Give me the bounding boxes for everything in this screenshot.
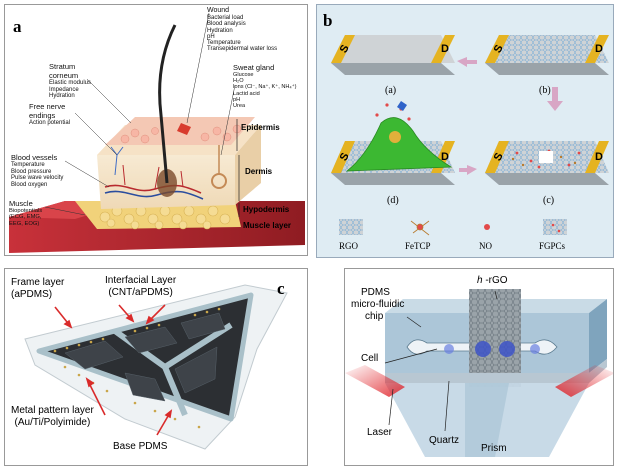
panel-letter-b: b [323,11,333,30]
label-prism: Prism [481,443,507,454]
electrode-drain-d: D [441,151,449,163]
quartz-slab [385,359,607,383]
electrode-drain-c: D [595,151,603,163]
laser-beam-out [555,365,613,397]
label-quartz: Quartz [429,435,460,446]
label-hrgo: h -rGO [477,275,508,286]
step-b-device [485,35,609,75]
label-frame-layer: Frame layer (aPDMS) [11,277,65,300]
electrode-drain-b: D [595,43,603,55]
step-a-device [331,35,455,75]
wound-item: Bacterial load [207,15,244,21]
cells [444,341,540,357]
label-cell: Cell [361,353,379,364]
microfluidic-setup [345,289,613,457]
label-interfacial-layer: Interfacial Layer (CNT/aPDMS) [105,275,177,298]
step-label-b: (b) [539,85,551,96]
electrode-drain-a: D [441,43,449,55]
wound-item: Blood analysis [207,21,246,28]
layer-muscle: Muscle layer [243,221,292,230]
layer-dermis: Dermis [245,167,273,176]
step-label-c: (c) [543,195,555,206]
label-pdms-chip: PDMS micro-fluidic chip [351,287,405,322]
panel-a-skin-diagram: a Wound Bacterial load Blood analysis Hy… [4,4,308,256]
cell-body [345,117,453,172]
layer-epidermis: Epidermis [241,123,280,132]
laser-beam-in [345,365,405,397]
legend-fetcp: FeTCP [405,241,431,251]
label-base-pdms: Base PDMS [113,441,168,452]
wound-item: Transepidermal water loss [207,46,278,53]
legend-fgpcs: FGPCs [539,241,566,251]
step-c-device [485,141,609,185]
step-d-device [331,101,455,185]
panel-b-sensor-fabrication: b S D S D S D S D (a) (b) (c) (d) RGO Fe… [316,4,614,258]
step-label-a: (a) [385,85,397,96]
process-arrows [457,57,563,175]
legend-rgo: RGO [339,241,359,251]
panel-c-layered-device: c Frame layer (aPDMS) Interfacial Layer … [4,268,308,466]
label-laser: Laser [367,427,393,438]
label-metal-pattern: Metal pattern layer (Au/Ti/Polyimide) [11,405,94,428]
wound-item: pH [207,33,215,40]
wound-item: Hydration [207,27,233,34]
step-label-d: (d) [387,195,399,206]
layered-triangle-device [24,284,288,450]
legend-icons [339,219,567,236]
panel-d-microfluidic-setup: d PDMS micro-fluidic chip h -rGO Cell La… [344,268,614,466]
panel-letter-a: a [13,17,22,36]
layer-hypodermis: Hypodermis [243,205,290,214]
wound-label: Wound Bacterial load Blood analysis Hydr… [207,7,307,53]
hair-strand [158,24,177,184]
wound-item: Temperature [207,40,241,47]
legend-no: NO [479,241,492,251]
panel-letter-c: c [277,279,285,298]
muscle-label: Muscle Biopotentials (ECG, EMG, EEG, EOG… [9,199,43,227]
stratum-corneum-label: Stratum corneum Elastic modulus Impedanc… [49,62,92,100]
sweat-gland-label: Sweat gland Glucose H₂O Ions (Cl⁻, Na⁺, … [233,63,297,110]
wound-mark [177,123,191,135]
blood-vessels-label: Blood vessels Temperature Blood pressure… [11,153,64,188]
pointer-arrows [54,304,173,436]
fabrication-steps [331,35,609,236]
nerve-endings-label: Free nerve endings Action potential [29,102,71,127]
